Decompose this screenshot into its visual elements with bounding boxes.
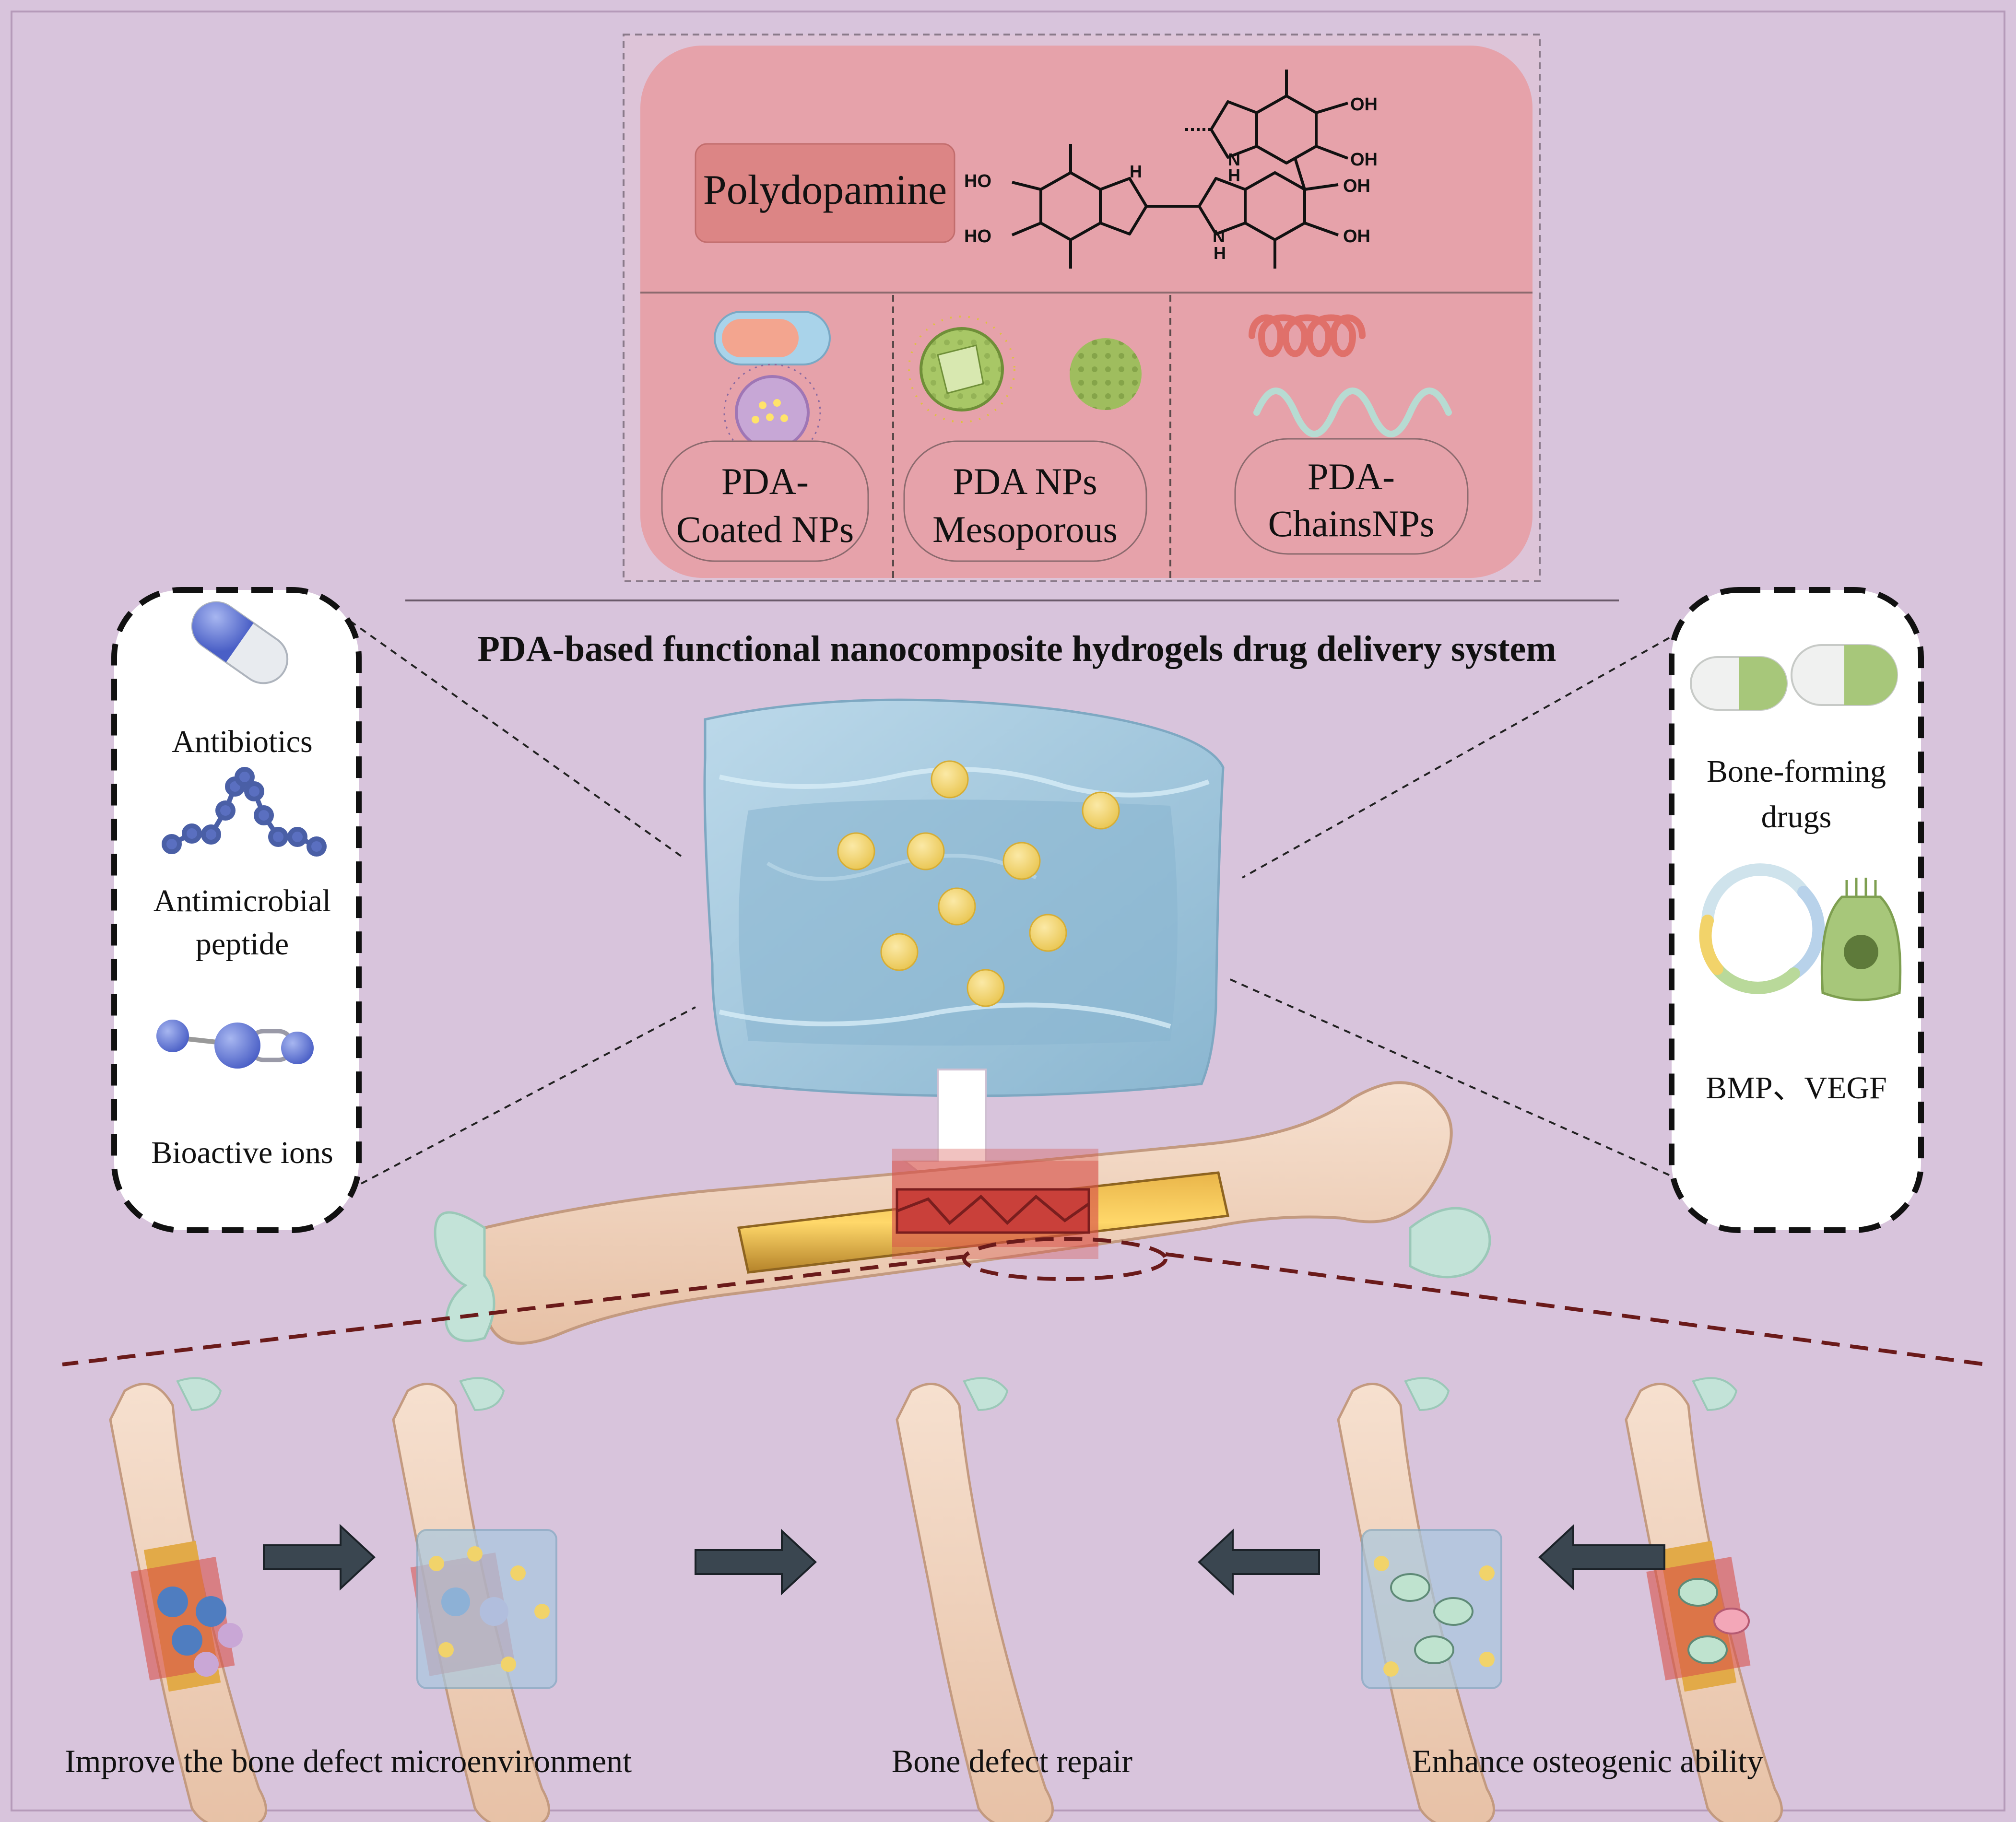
label-enhance-osteogenic: Enhance osteogenic ability	[1412, 1743, 1764, 1779]
peptide-icon	[162, 767, 327, 857]
svg-text:HO: HO	[964, 226, 991, 247]
bottom-femur-5	[1625, 1377, 1783, 1822]
svg-text:Coated NPs: Coated NPs	[676, 508, 854, 550]
svg-text:HO: HO	[964, 171, 991, 191]
svg-text:PDA NPs: PDA NPs	[953, 460, 1097, 502]
right-panel: Bone-forming drugs BMP、VEGF	[1669, 587, 1924, 1233]
structure-atom-labels: HO HO H N H OH OH OH OH N H	[964, 94, 1378, 263]
svg-text:N: N	[1213, 226, 1225, 246]
chain-np-icon	[1249, 314, 1452, 437]
bioactive-ions-label: Bioactive ions	[151, 1135, 333, 1170]
svg-text:PDA-: PDA-	[721, 460, 809, 502]
np-label-chains: PDA- ChainsNPs	[1234, 438, 1469, 555]
antibiotics-label: Antibiotics	[172, 724, 312, 759]
antibiotic-capsule-icon	[191, 601, 289, 684]
label-improve-microenvironment: Improve the bone defect microenvironment	[65, 1743, 632, 1779]
svg-text:PDA-: PDA-	[1308, 456, 1395, 497]
arrow-right-1	[263, 1524, 376, 1591]
polydopamine-box	[695, 143, 955, 243]
figure-title: PDA-based functional nanocomposite hydro…	[477, 629, 1556, 669]
bottom-femur-1	[109, 1377, 267, 1822]
polydopamine-label: Polydopamine	[703, 167, 947, 213]
bmp-vegf-label: BMP、VEGF	[1706, 1070, 1887, 1105]
bmp-ring-icon	[1699, 863, 1825, 994]
bottom-femur-2	[392, 1377, 557, 1822]
arrow-left-1	[1198, 1528, 1320, 1596]
svg-text:ChainsNPs: ChainsNPs	[1268, 503, 1435, 544]
process-arrows	[263, 1524, 1665, 1596]
svg-text:N: N	[1228, 150, 1240, 169]
magnify-dashes	[62, 1237, 1986, 1366]
connector-lines	[349, 620, 1670, 1190]
bottom-femur-3	[896, 1377, 1054, 1822]
drugs-label: drugs	[1761, 799, 1832, 835]
central-femur	[434, 1081, 1491, 1345]
left-panel: Antibiotics Antimicrobial peptide Bioact…	[111, 587, 362, 1233]
np-label-mesoporous: PDA NPs Mesoporous	[903, 440, 1147, 562]
svg-text:OH: OH	[1343, 226, 1370, 247]
svg-text:H: H	[1130, 162, 1142, 181]
hydrogel-nanoparticles	[837, 760, 1120, 1007]
bottom-femur-4	[1337, 1377, 1502, 1822]
svg-text:OH: OH	[1343, 176, 1370, 196]
bone-forming-label: Bone-forming	[1707, 754, 1886, 789]
svg-text:OH: OH	[1350, 94, 1378, 115]
arrow-left-2	[1538, 1524, 1665, 1591]
top-panel: Polydopamine HO HO H N	[623, 34, 1541, 582]
mesoporous-np-icon	[908, 316, 1142, 423]
antimicrobial-label: Antimicrobial	[153, 883, 331, 918]
label-bone-defect-repair: Bone defect repair	[892, 1743, 1133, 1779]
svg-text:Mesoporous: Mesoporous	[932, 508, 1118, 550]
arrow-right-2	[695, 1528, 817, 1596]
svg-text:H: H	[1228, 165, 1240, 185]
vegf-cell-icon	[1820, 878, 1902, 1001]
svg-text:H: H	[1214, 243, 1226, 263]
polydopamine-structure	[1011, 70, 1349, 269]
peptide-label: peptide	[196, 927, 289, 962]
svg-text:OH: OH	[1350, 150, 1378, 170]
np-label-coated: PDA- Coated NPs	[661, 440, 869, 562]
bone-forming-capsule-icons	[1690, 644, 1898, 711]
bioactive-ions-icon	[156, 1020, 314, 1069]
